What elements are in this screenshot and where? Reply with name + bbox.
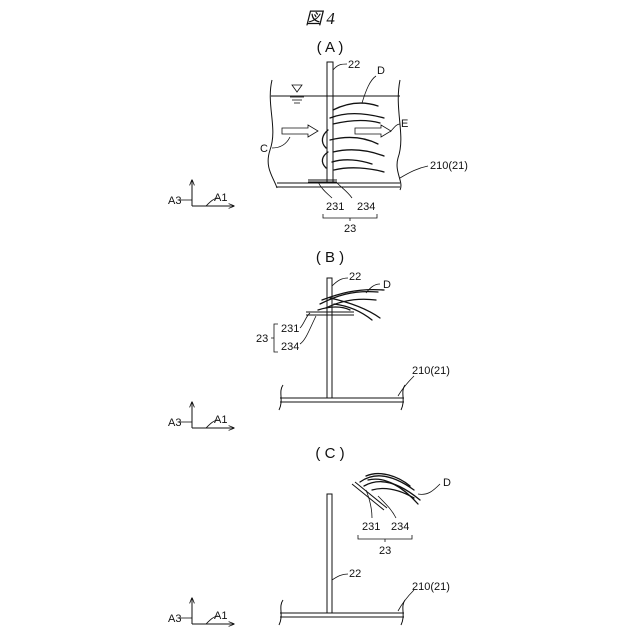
panel-b-leader-234 [300, 316, 316, 344]
panel-a-leader-d [362, 76, 376, 103]
panel-b-leader-22 [332, 278, 348, 286]
figure-title: 図 4 [305, 9, 335, 28]
panel-a-leader-e [390, 124, 400, 132]
panel-a-label-23: 23 [344, 223, 356, 235]
panel-b-heading: ( B ) [316, 249, 344, 266]
panel-c-leader-d [418, 484, 440, 494]
panel-a-leader-channel [400, 166, 428, 178]
panel-a-plate [327, 62, 333, 183]
panel-a-flow-in-arrow [282, 125, 318, 137]
panel-b-label-22: 22 [349, 271, 361, 283]
panel-c-heading: ( C ) [315, 445, 344, 462]
panel-a-axis-a1: A1 [214, 192, 227, 204]
panel-b-label-231: 231 [281, 323, 299, 335]
panel-c-label-22: 22 [349, 568, 361, 580]
panel-c-leader-22 [332, 574, 348, 580]
panel-a-label-231: 231 [326, 201, 344, 213]
panel-a-leader-22 [333, 64, 347, 70]
panel-a-heading: ( A ) [317, 39, 344, 56]
panel-c-leader-channel [398, 590, 414, 611]
water-level-icon [290, 85, 304, 103]
panel-a: ( A ) [168, 39, 468, 235]
panel-b-label-23: 23 [256, 333, 268, 345]
panel-a-label-234: 234 [357, 201, 375, 213]
panel-a-leader-234 [336, 182, 352, 198]
panel-c-leader-231 [366, 490, 372, 518]
panel-b-label-d: D [383, 279, 391, 291]
panel-a-fibers [322, 103, 384, 172]
panel-b-axis-a1: A1 [214, 414, 227, 426]
panel-b-axis-a3: A3 [168, 417, 181, 429]
panel-a-flow-out-arrow [355, 125, 391, 137]
panel-c: ( C ) D 231 234 23 22 210(21) [168, 445, 451, 625]
panel-a-label-22: 22 [348, 59, 360, 71]
panel-c-plate [327, 494, 332, 613]
panel-c-label-234: 234 [391, 521, 409, 533]
panel-c-group-brace [358, 535, 412, 542]
panel-c-axis-a1: A1 [214, 610, 227, 622]
panel-c-label-d: D [443, 477, 451, 489]
panel-a-label-channel: 210(21) [430, 160, 468, 172]
panel-b-label-channel: 210(21) [412, 365, 450, 377]
panel-b-group-brace [271, 324, 278, 352]
panel-a-leader-c [272, 137, 290, 148]
panel-b: ( B ) 22 D 231 234 23 210(21) [168, 249, 450, 429]
panel-a-leader-231 [318, 182, 332, 198]
panel-b-label-234: 234 [281, 341, 299, 353]
panel-a-group-brace [323, 214, 377, 221]
panel-b-plate [327, 278, 332, 398]
panel-c-label-231: 231 [362, 521, 380, 533]
panel-c-axis-a3: A3 [168, 613, 181, 625]
panel-a-axis-a3: A3 [168, 195, 181, 207]
panel-a-label-e: E [401, 118, 408, 130]
panel-a-label-d: D [377, 65, 385, 77]
panel-b-leader-channel [398, 376, 414, 396]
panel-c-label-channel: 210(21) [412, 581, 450, 593]
panel-c-label-23: 23 [379, 545, 391, 557]
panel-a-label-c: C [260, 143, 268, 155]
